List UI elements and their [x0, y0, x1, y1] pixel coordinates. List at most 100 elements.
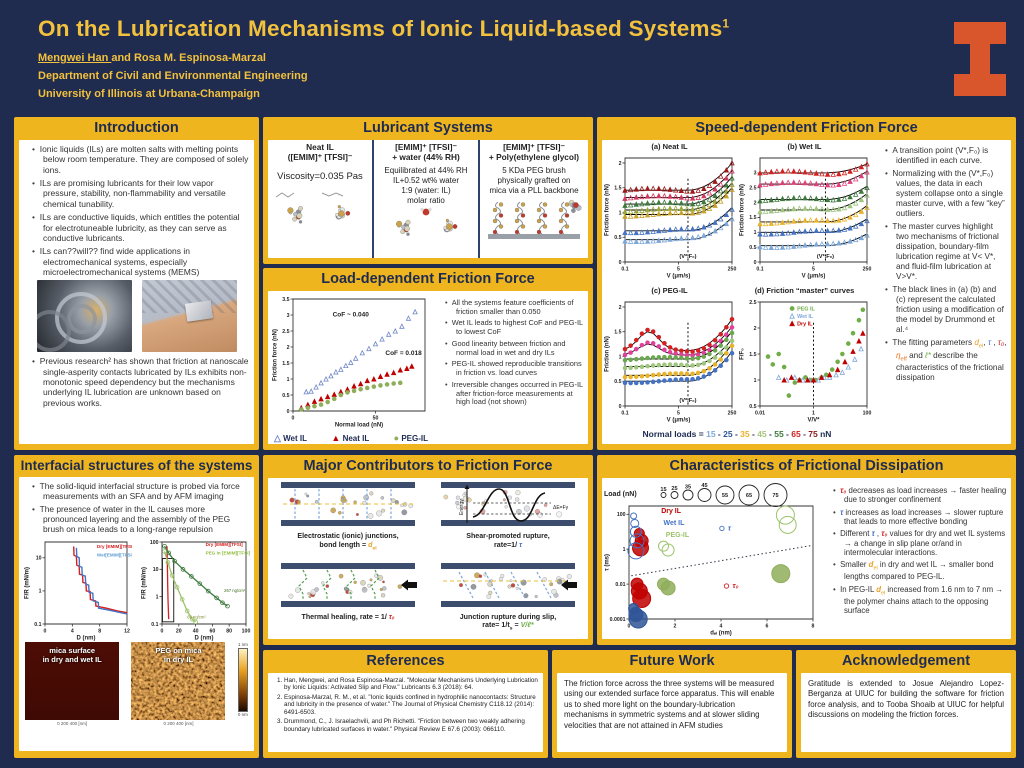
svg-text:Dry [EMIM][TFSI]: Dry [EMIM][TFSI] [97, 544, 132, 549]
section-major-contributors: Major Contributors to Friction Force Ele… [263, 455, 593, 645]
svg-text:1: 1 [619, 354, 622, 360]
afm-label: mica surface in dry and wet IL [42, 646, 102, 665]
bullet-item: Different τ , τ₀ values for dry and wet … [836, 529, 1007, 557]
illinois-block-i-logo [954, 22, 1006, 96]
svg-text:0: 0 [287, 409, 290, 415]
introduction-final-bullet: Previous research² has shown that fricti… [23, 356, 252, 408]
bullet-item: Wet IL leads to highest CoF and PEG-IL t… [448, 318, 584, 336]
section-future-work: Future Work The friction force across th… [552, 650, 792, 758]
section-acknowledgement: Acknowledgement Gratitude is extended to… [796, 650, 1016, 758]
svg-text:0.5: 0.5 [614, 235, 621, 241]
svg-text:1: 1 [623, 547, 626, 553]
legend-entry: △ Wet IL [274, 433, 307, 443]
section-title: Load-dependent Friction Force [321, 271, 535, 287]
mems-chip-on-finger-photo [141, 280, 237, 353]
svg-text:40: 40 [192, 629, 198, 635]
svg-text:55: 55 [722, 493, 728, 499]
svg-text:Wet[EMIM][TFSI]: Wet[EMIM][TFSI] [97, 553, 132, 558]
svg-text:3.5: 3.5 [282, 297, 289, 303]
contributor-caption: Thermal healing, rate = 1/ τ₀ [301, 612, 395, 621]
svg-text:V/V*: V/V* [807, 418, 820, 424]
bullet-item: PEG-IL showed reproducible transitions i… [448, 359, 584, 377]
bullet-item: ILs are promising lubricants for their l… [35, 178, 250, 209]
load-value: 25 [723, 429, 733, 439]
svg-text:65: 65 [746, 493, 752, 499]
bullet-item: The solid-liquid interfacial structure i… [35, 481, 250, 501]
svg-text:PEG in [EMIM][TFSI]: PEG in [EMIM][TFSI] [205, 551, 250, 556]
bullet-item: Good linearity between friction and norm… [448, 339, 584, 357]
section-title: Future Work [629, 653, 715, 669]
contributor-caption: Shear-promoted rupture, rate=1/ τ [466, 532, 550, 549]
load-value: 75 [808, 429, 818, 439]
svg-text:267 ng/cm²: 267 ng/cm² [224, 588, 246, 593]
bullet-item: Drummond, C., J. Israelachvili, and Ph R… [284, 718, 541, 733]
svg-text:50: 50 [373, 416, 379, 422]
contributor-electrostatic-junctions: Electrostatic (ionic) junctions, bond le… [268, 478, 428, 559]
svg-text:V (μm/s): V (μm/s) [667, 274, 691, 280]
svg-text:1: 1 [287, 377, 290, 383]
section-title: Acknowledgement [841, 653, 971, 669]
molecule-illustration [275, 192, 351, 224]
acknowledgement-text: Gratitude is extended to Josue Alejandro… [808, 679, 1004, 720]
svg-text:10: 10 [36, 556, 42, 562]
svg-text:0.1: 0.1 [151, 622, 158, 628]
afm-image-peg: PEG on mica in dry IL [131, 642, 226, 721]
bullet-item: Han, Mengwei, and Rosa Espinosa-Marzal. … [284, 677, 541, 692]
peg-brush-illustration [488, 199, 582, 239]
svg-text:1.5: 1.5 [749, 215, 756, 221]
contributor-caption: Electrostatic (ionic) junctions, bond le… [297, 532, 399, 551]
lubricant-heading: Neat IL ([EMIM]⁺ [TFSI]⁻ [287, 142, 353, 162]
svg-text:0.1: 0.1 [756, 267, 763, 273]
svg-text:PEG-IL: PEG-IL [666, 532, 690, 539]
svg-text:τ₀: τ₀ [733, 581, 739, 590]
contributor-thermal-healing: Thermal healing, rate = 1/ τ₀ [268, 559, 428, 640]
svg-text:0.0001: 0.0001 [610, 617, 626, 623]
bullet-item: Normalizing with the (V*,F₀) values, the… [888, 169, 1007, 219]
section-lubricant-systems: Lubricant Systems Neat IL ([EMIM]⁺ [TFSI… [263, 117, 593, 264]
svg-text:Dry [EMIM][TFSI]: Dry [EMIM][TFSI] [205, 543, 242, 548]
svg-text:4: 4 [71, 629, 74, 635]
load-chart-legend: △ Wet IL▲ Neat IL● PEG-IL [270, 433, 432, 444]
svg-text:2: 2 [619, 161, 622, 167]
bullet-item: The fitting parameters del, τ , τ₀, ηeff… [888, 338, 1007, 383]
section-title: Major Contributors to Friction Force [303, 458, 553, 474]
svg-text:250: 250 [728, 267, 737, 273]
lubricant-description: Viscosity=0.035 Pas [277, 170, 363, 182]
colorbar-max-label: 1 nm [237, 642, 248, 648]
afm-image-mica: mica surface in dry and wet IL [25, 642, 120, 721]
svg-text:Dry IL: Dry IL [661, 508, 682, 515]
afm-peg-texture [131, 642, 226, 721]
afm-axis-ticks: 0 200 400 [nm] [163, 721, 194, 727]
svg-text:(V*,F₀): (V*,F₀) [679, 398, 696, 404]
svg-text:0.5: 0.5 [614, 379, 621, 385]
svg-text:2: 2 [287, 345, 290, 351]
svg-text:Load (nN): Load (nN) [604, 491, 637, 498]
svg-text:2: 2 [754, 200, 757, 206]
lubricant-heading: [EMIM]⁺ [TFSI]⁻ + Poly(ethylene glycol) [488, 142, 580, 162]
afm-axis-ticks: 0 200 400 [nm] [57, 721, 88, 727]
svg-text:0.5: 0.5 [282, 393, 289, 399]
svg-text:0: 0 [628, 624, 631, 630]
svg-text:2.5: 2.5 [282, 329, 289, 335]
svg-text:F/R (mN/m): F/R (mN/m) [25, 567, 31, 599]
machinery-gear-photo [36, 280, 132, 353]
section-title: Lubricant Systems [363, 120, 493, 136]
section-interfacial-structures: Interfacial structures of the systems Th… [14, 455, 259, 758]
svg-text:Friction force (nN): Friction force (nN) [740, 184, 746, 236]
svg-text:100: 100 [150, 540, 159, 546]
load-value: 65 [791, 429, 801, 439]
section-speed-dependent-friction: Speed-dependent Friction Force (a) Neat … [597, 117, 1016, 450]
afm-image-peg-wrap: PEG on mica in dry IL 0 200 400 [nm] [131, 642, 226, 727]
section-title: Characteristics of Frictional Dissipatio… [669, 458, 944, 474]
svg-text:250: 250 [863, 267, 872, 273]
